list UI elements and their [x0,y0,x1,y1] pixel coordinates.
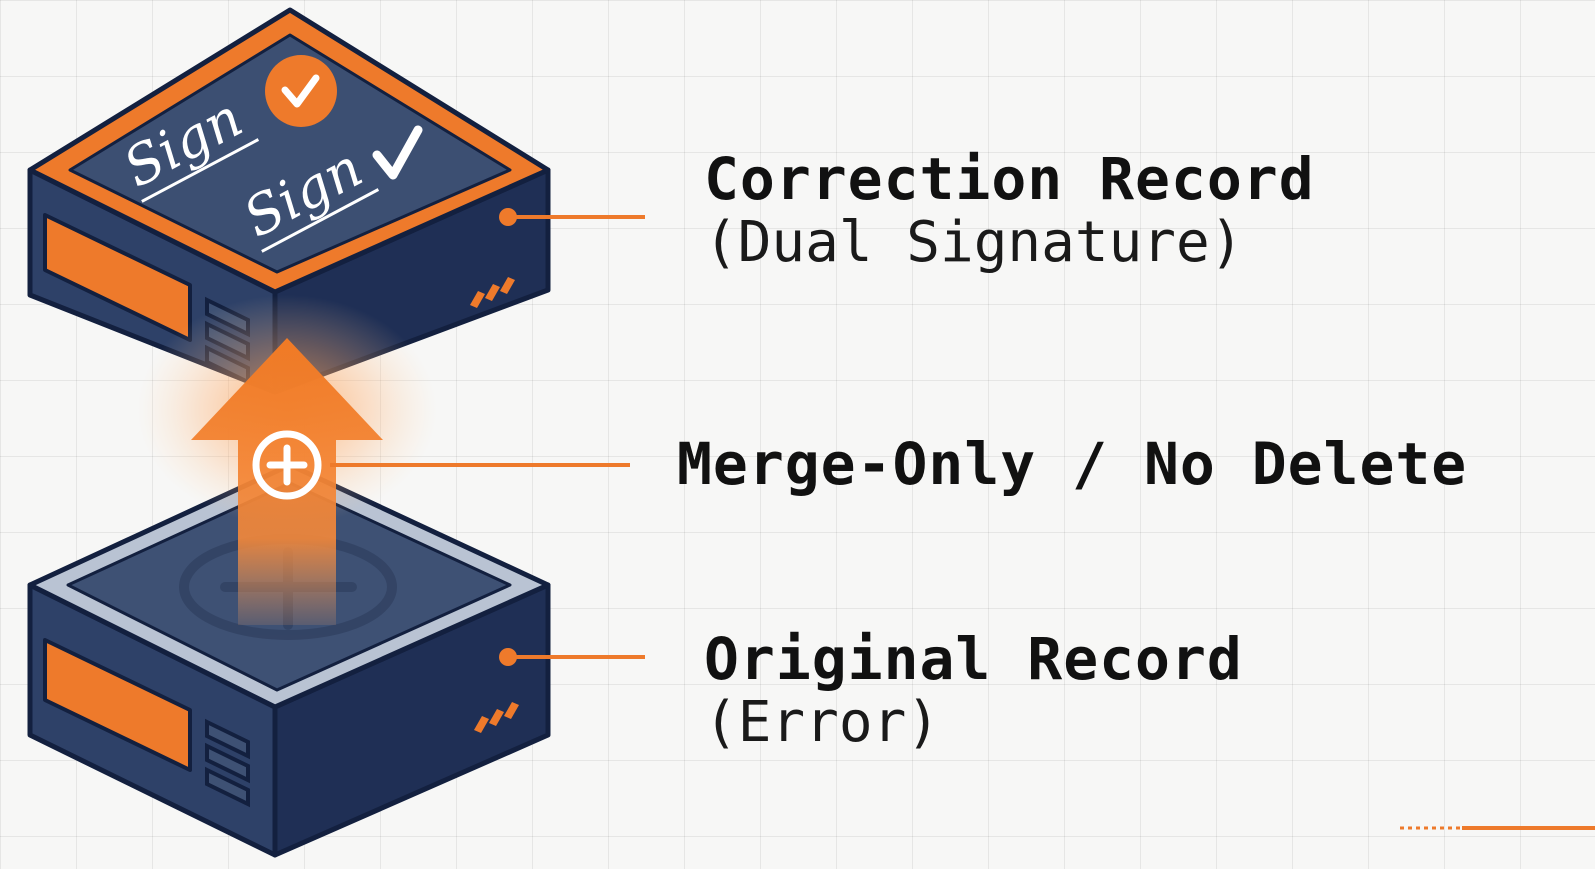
original-record-title: Original Record [704,625,1243,693]
label-correction-record: Correction Record (Dual Signature) [704,145,1315,275]
correction-record-title: Correction Record [704,145,1315,213]
correction-record-box: Sign Sign [27,7,551,395]
original-record-subtitle: (Error) [704,689,941,755]
plus-circle-icon [252,430,322,500]
merge-only-title: Merge-Only / No Delete [677,430,1468,498]
correction-record-subtitle: (Dual Signature) [704,209,1244,275]
check-badge-icon [265,55,337,127]
label-merge-only: Merge-Only / No Delete [677,430,1468,498]
label-original-record: Original Record (Error) [704,625,1243,755]
checkmark-icon [372,125,423,180]
